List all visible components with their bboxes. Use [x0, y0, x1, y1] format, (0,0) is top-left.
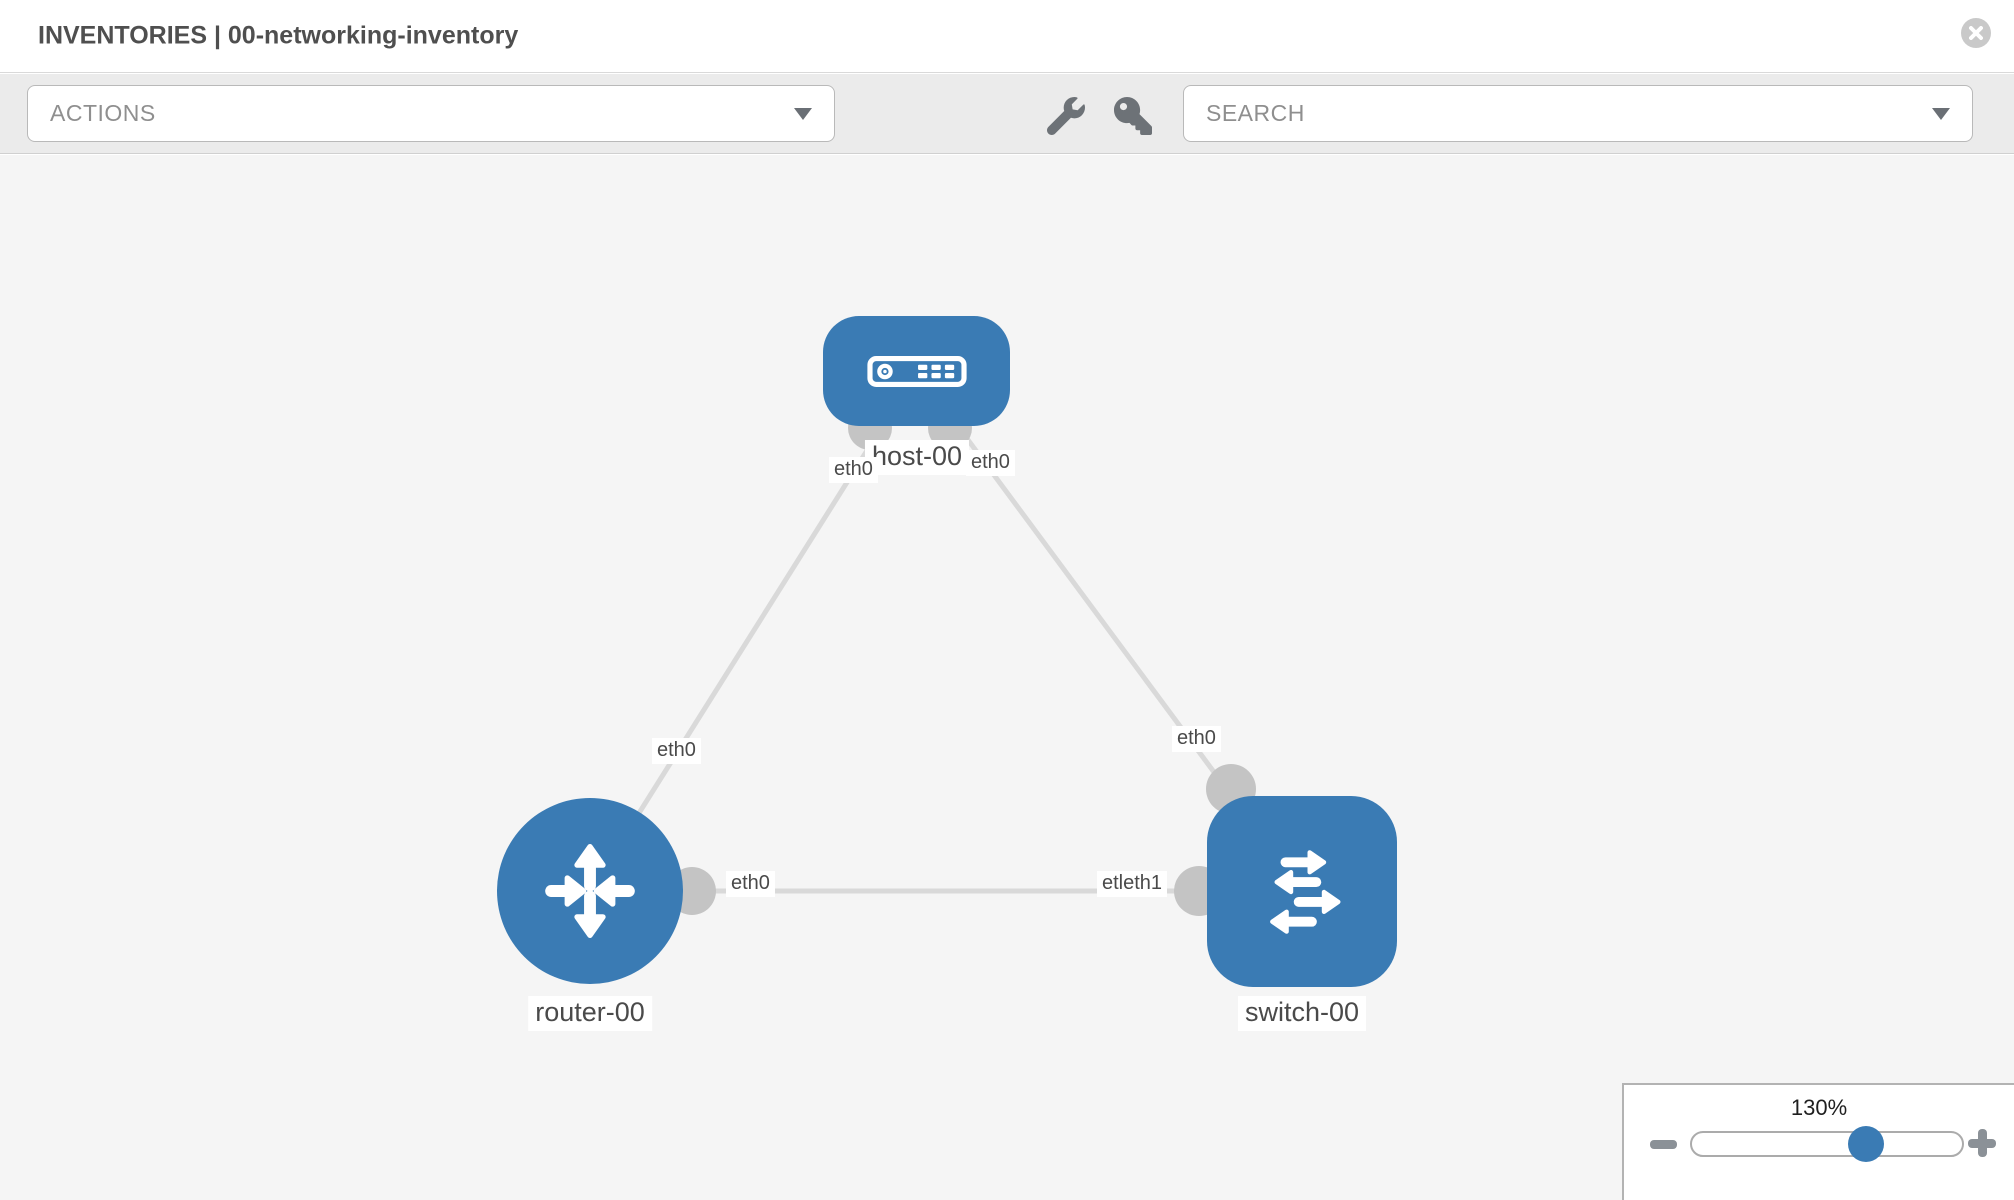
actions-dropdown[interactable]: ACTIONS	[27, 85, 835, 142]
interface-label: eth0	[829, 457, 878, 483]
chevron-down-icon	[1932, 107, 1950, 120]
close-icon	[1969, 26, 1983, 40]
close-button[interactable]	[1961, 18, 1991, 48]
node-label-router: router-00	[528, 996, 652, 1031]
interface-label: etleth1	[1097, 871, 1168, 897]
toolbar: ACTIONS SEARCH	[0, 74, 2014, 154]
search-dropdown[interactable]: SEARCH	[1183, 85, 1973, 142]
wrench-icon	[1046, 97, 1085, 136]
router-icon	[545, 844, 635, 938]
interface-label: eth0	[726, 871, 775, 897]
node-switch-00[interactable]	[1207, 796, 1397, 987]
zoom-slider[interactable]	[1690, 1126, 1964, 1162]
actions-dropdown-label: ACTIONS	[50, 100, 156, 126]
topology-edges	[587, 369, 1305, 916]
search-dropdown-label: SEARCH	[1206, 100, 1305, 126]
node-host-00[interactable]	[823, 316, 1010, 426]
node-router-00[interactable]	[497, 798, 683, 984]
node-label-switch: switch-00	[1237, 996, 1367, 1031]
switch-icon	[1270, 849, 1341, 934]
host-icon	[866, 355, 967, 387]
key-button[interactable]	[1114, 97, 1152, 135]
key-icon	[1114, 97, 1152, 135]
interface-label: eth0	[966, 450, 1015, 476]
interface-label: eth0	[1172, 726, 1221, 752]
zoom-percent-label: 130%	[1790, 1095, 1848, 1120]
page-title: INVENTORIES | 00-networking-inventory	[38, 21, 519, 50]
configure-button[interactable]	[1046, 97, 1085, 136]
topology-canvas[interactable]: host-00 router-00 switch-00 eth0 eth0 et…	[0, 155, 2014, 1200]
zoom-panel: 130%	[1622, 1083, 2014, 1200]
zoom-out-button[interactable]	[1650, 1140, 1677, 1149]
zoom-slider-thumb[interactable]	[1848, 1126, 1884, 1162]
header-bar: INVENTORIES | 00-networking-inventory	[0, 0, 2014, 73]
zoom-in-button[interactable]	[1968, 1129, 1996, 1157]
interface-label: eth0	[652, 738, 701, 764]
node-label-host: host-00	[864, 440, 970, 475]
chevron-down-icon	[794, 107, 812, 120]
